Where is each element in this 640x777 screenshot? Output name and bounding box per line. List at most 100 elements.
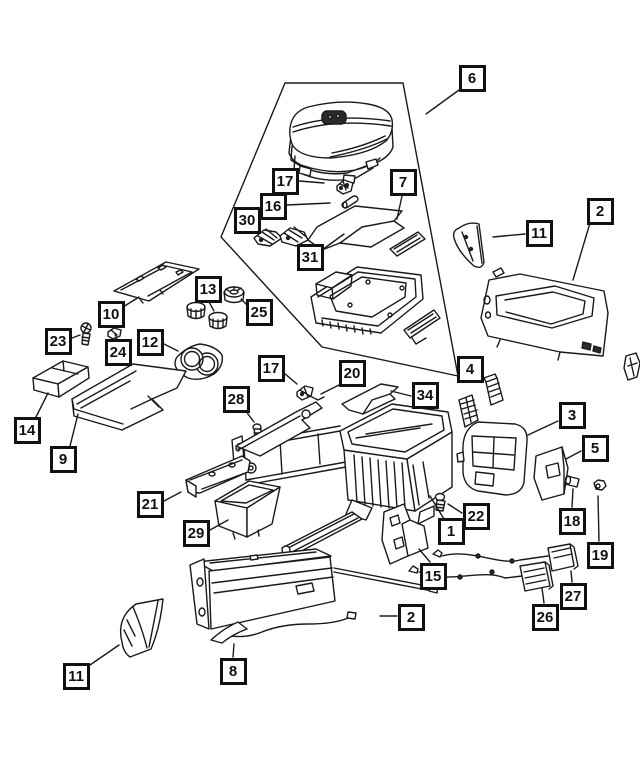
callout-31[interactable]: 31 [296, 243, 324, 271]
callout-34[interactable]: 34 [411, 381, 439, 409]
mount-bracket-part [185, 455, 251, 498]
leader-line-2a [572, 222, 591, 281]
bin-bracket-part [533, 446, 569, 501]
callout-2b[interactable]: 2 [397, 603, 425, 631]
callout-11a[interactable]: 11 [525, 219, 553, 247]
connectors-part [458, 373, 504, 428]
callout-11b[interactable]: 11 [62, 662, 90, 690]
callout-10[interactable]: 10 [97, 300, 125, 328]
console-side-cover-part [71, 363, 187, 431]
storage-tray-part [310, 266, 424, 335]
liner-mat-part [341, 383, 399, 415]
leader-line-12 [163, 343, 179, 352]
callout-3[interactable]: 3 [558, 401, 586, 429]
leader-line-24 [114, 333, 118, 340]
trim-wedge-right-part [452, 222, 485, 269]
callout-18[interactable]: 18 [558, 507, 586, 535]
callout-4[interactable]: 4 [456, 355, 484, 383]
leader-line-7 [396, 195, 403, 220]
latch-clips-part [253, 226, 309, 247]
inset-boundary [220, 82, 459, 377]
leader-line-14 [35, 392, 49, 418]
leader-lines [35, 89, 600, 666]
bumper-part [564, 475, 580, 488]
leader-line-11a [492, 233, 526, 238]
leader-line-29 [209, 519, 229, 531]
callout-16[interactable]: 16 [259, 192, 287, 220]
callout-1[interactable]: 1 [437, 517, 465, 545]
callout-17a[interactable]: 17 [271, 167, 299, 195]
leader-line-27 [570, 570, 573, 583]
hinge-rail-lower-part [403, 309, 441, 345]
knob-caps-part [186, 301, 228, 330]
callout-7[interactable]: 7 [389, 168, 417, 196]
side-panel-right-part [480, 267, 609, 361]
callout-22[interactable]: 22 [462, 502, 490, 530]
leader-line-18 [571, 488, 574, 508]
label-strip-part [210, 621, 248, 644]
lid-clip-part [336, 179, 354, 195]
leader-line-13 [208, 301, 215, 312]
leader-line-15 [418, 548, 431, 563]
leader-line-9 [69, 413, 79, 447]
leader-line-10 [122, 296, 140, 308]
wiring-switch-27-part [432, 543, 579, 572]
leader-line-16 [286, 202, 331, 206]
support-bracket-part [381, 503, 429, 565]
callout-26[interactable]: 26 [531, 603, 559, 631]
callout-30[interactable]: 30 [233, 206, 261, 234]
edge-clip-part [623, 352, 640, 381]
callout-14[interactable]: 14 [13, 416, 41, 444]
trim-wedge-left-part [119, 598, 164, 658]
callout-8[interactable]: 8 [219, 657, 247, 685]
leader-line-11b [89, 644, 120, 666]
console-body-part [231, 401, 453, 525]
callout-12[interactable]: 12 [136, 328, 164, 356]
knob-cap-part [223, 286, 245, 304]
rear-panel-part [456, 421, 528, 496]
leader-line-22 [447, 503, 463, 514]
console-top-lid-part [113, 261, 200, 304]
leader-line-34 [390, 390, 412, 397]
callout-25[interactable]: 25 [245, 298, 273, 326]
leader-line-17b [283, 372, 298, 385]
callout-20[interactable]: 20 [338, 359, 366, 387]
screw-23-part [80, 322, 92, 346]
leader-line-5 [565, 450, 582, 460]
callout-21[interactable]: 21 [136, 490, 164, 518]
callout-19[interactable]: 19 [586, 541, 614, 569]
callout-15[interactable]: 15 [419, 562, 447, 590]
leader-line-23 [71, 334, 81, 339]
leader-line-8 [232, 643, 235, 658]
callout-24[interactable]: 24 [104, 338, 132, 366]
callout-9[interactable]: 9 [49, 445, 77, 473]
hinge-rail-upper-part [389, 231, 426, 257]
cupholder-part [174, 343, 224, 381]
leader-line-1 [429, 495, 445, 520]
callout-2a[interactable]: 2 [586, 197, 614, 225]
leader-line-3 [527, 420, 559, 436]
callout-29[interactable]: 29 [182, 519, 210, 547]
nut-part [593, 479, 607, 491]
leader-line-21 [163, 491, 182, 502]
storage-bin-part [214, 480, 281, 540]
leader-line-6 [425, 89, 460, 115]
callout-27[interactable]: 27 [559, 582, 587, 610]
callout-5[interactable]: 5 [581, 434, 609, 462]
latch-cluster-part [296, 385, 325, 401]
hinge-pin-part [341, 195, 359, 209]
callout-17b[interactable]: 17 [257, 354, 285, 382]
sill-rail-part [281, 511, 363, 557]
callout-23[interactable]: 23 [44, 327, 72, 355]
leader-line-19 [597, 495, 600, 542]
callout-28[interactable]: 28 [222, 385, 250, 413]
leader-line-17a [298, 180, 325, 184]
wiring-switch-26-part [408, 561, 554, 592]
callout-6[interactable]: 6 [458, 64, 486, 92]
leader-line-20 [320, 384, 340, 395]
leader-line-26 [541, 587, 545, 604]
callout-13[interactable]: 13 [194, 275, 222, 303]
armrest-lid-part [288, 101, 394, 184]
